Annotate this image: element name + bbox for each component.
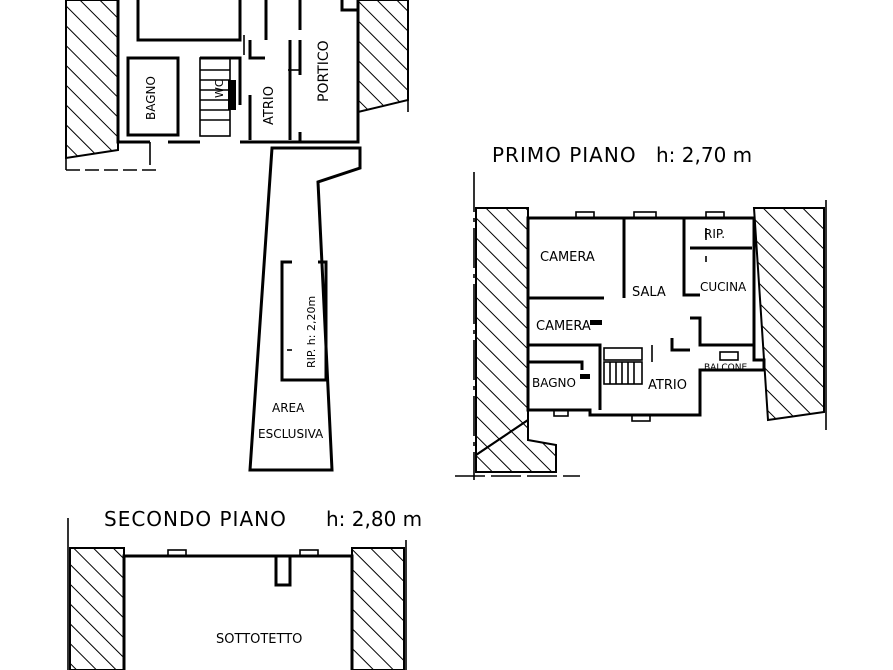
ground-wc-label: WC: [213, 79, 226, 98]
ground-bagno-label: BAGNO: [144, 76, 158, 120]
hatched-wall-right: [357, 0, 409, 114]
hatched-wall-left: [69, 547, 125, 670]
first-sala-label: SALA: [632, 285, 666, 300]
second-outer-wall: [122, 554, 354, 670]
first-balcone-label: BALCONE: [704, 363, 747, 373]
second-floor-height: h: 2,80 m: [326, 507, 422, 531]
hatched-wall-left: [475, 207, 529, 457]
area-subtitle-label: ESCLUSIVA: [258, 427, 324, 441]
first-rip-label: RIP.: [704, 227, 725, 241]
second-floor-title: SECONDO PIANO: [104, 507, 287, 531]
area-title-label: AREA: [272, 401, 305, 415]
first-floor-title: PRIMO PIANO: [492, 143, 637, 167]
first-camera2-label: CAMERA: [536, 319, 591, 334]
first-floor-height: h: 2,70 m: [656, 143, 752, 167]
hatched-wall-left: [65, 0, 119, 160]
hatched-wall-bottom: [475, 418, 557, 473]
first-floor-plan: PRIMO PIANO h: 2,70 m: [455, 143, 827, 480]
second-sottotetto-label: SOTTOTETTO: [216, 632, 302, 647]
first-camera1-label: CAMERA: [540, 250, 595, 265]
ground-atrio-label: ATRIO: [262, 86, 277, 125]
ground-outer-wall: [116, 0, 360, 144]
first-atrio-label: ATRIO: [648, 378, 687, 393]
second-floor-plan: SECONDO PIANO h: 2,80 m SOTTOTETTO: [67, 507, 422, 670]
hatched-wall-right: [351, 547, 405, 670]
hatched-wall-right: [752, 207, 825, 422]
ground-ripostiglio-label: RIP. h: 2,20m: [305, 296, 318, 368]
first-bagno-label: BAGNO: [532, 376, 576, 390]
first-outer-wall: [526, 216, 766, 417]
ground-portico-label: PORTICO: [316, 40, 332, 102]
ground-floor-plan: BAGNO WC ATRIO PORTICO RIP. h: 2,20m ARE…: [65, 0, 409, 472]
first-cucina-label: CUCINA: [700, 280, 747, 294]
